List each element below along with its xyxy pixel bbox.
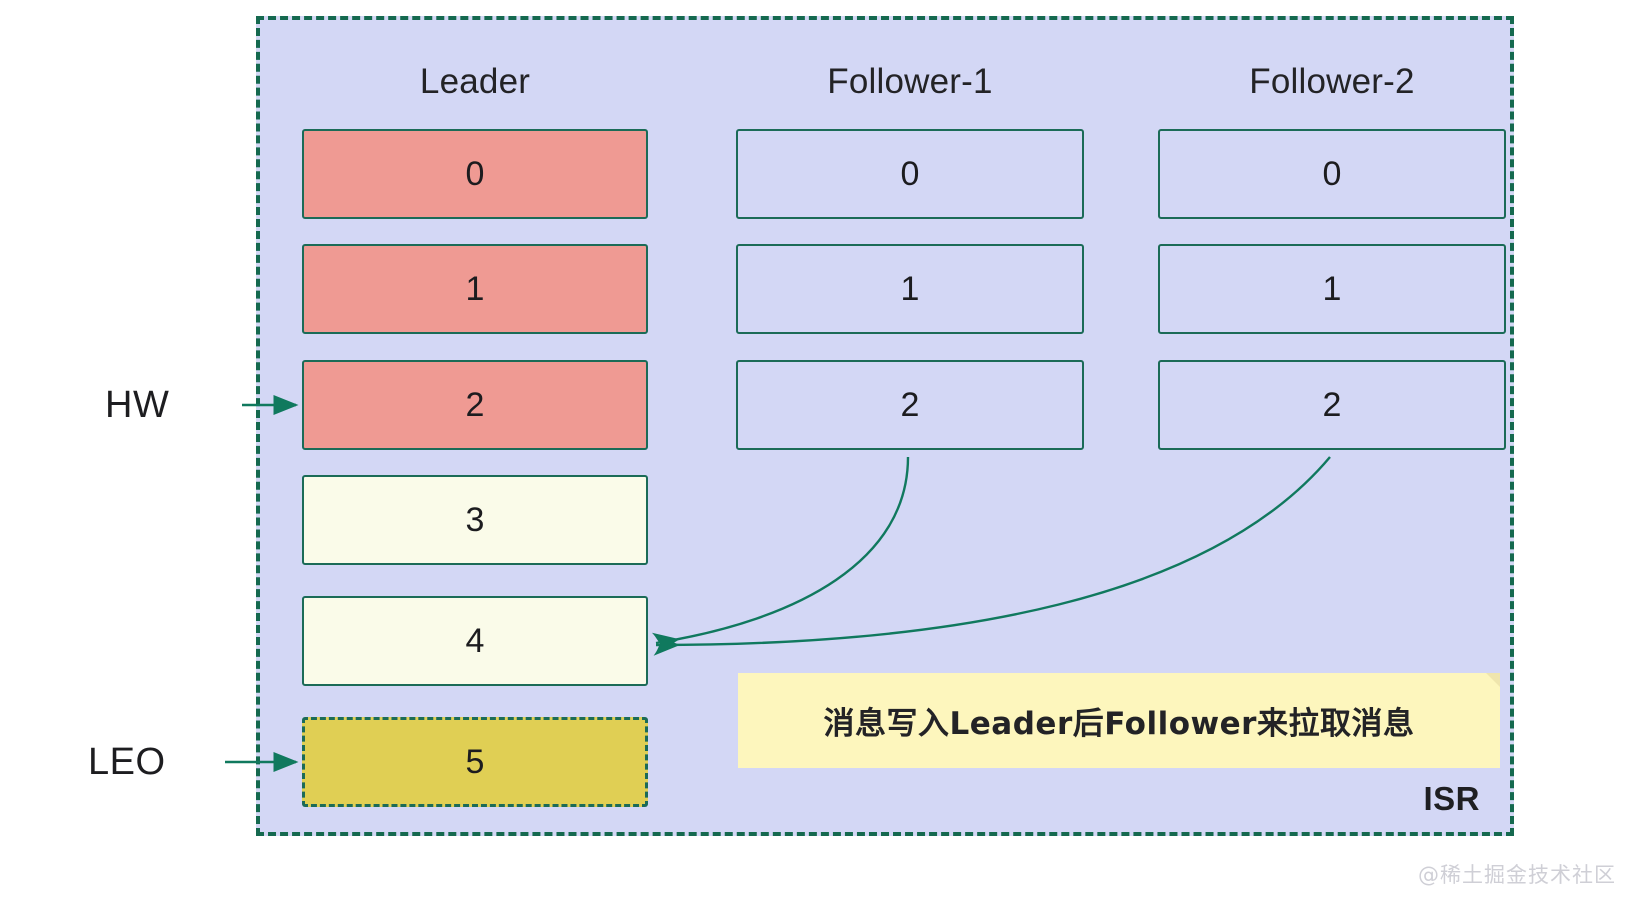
- leader-cell-5[interactable]: 5: [302, 717, 648, 807]
- sticky-note: 消息写入Leader后Follower来拉取消息: [738, 673, 1500, 768]
- follower-2-cell-1[interactable]: 1: [1158, 244, 1506, 334]
- leader-cell-0[interactable]: 0: [302, 129, 648, 219]
- leo-label: LEO: [88, 741, 166, 783]
- leader-cell-2[interactable]: 2: [302, 360, 648, 450]
- follower-2-cell-0[interactable]: 0: [1158, 129, 1506, 219]
- note-text: 消息写入Leader后Follower来拉取消息: [823, 706, 1415, 742]
- column-title-follower-2: Follower-2: [1249, 62, 1415, 101]
- leader-cell-1[interactable]: 1: [302, 244, 648, 334]
- column-title-follower-1: Follower-1: [827, 62, 993, 101]
- column-title-leader: Leader: [419, 62, 531, 101]
- leader-cell-4[interactable]: 4: [302, 596, 648, 686]
- isr-label: ISR: [1423, 780, 1480, 817]
- follower-1-cell-2[interactable]: 2: [736, 360, 1084, 450]
- leader-cell-3[interactable]: 3: [302, 475, 648, 565]
- follower-1-cell-0[interactable]: 0: [736, 129, 1084, 219]
- follower-1-cell-1[interactable]: 1: [736, 244, 1084, 334]
- follower-2-cell-2[interactable]: 2: [1158, 360, 1506, 450]
- note-fold-corner-icon: [1486, 673, 1500, 687]
- watermark: @稀土掘金技术社区: [1418, 863, 1616, 887]
- hw-label: HW: [105, 384, 170, 426]
